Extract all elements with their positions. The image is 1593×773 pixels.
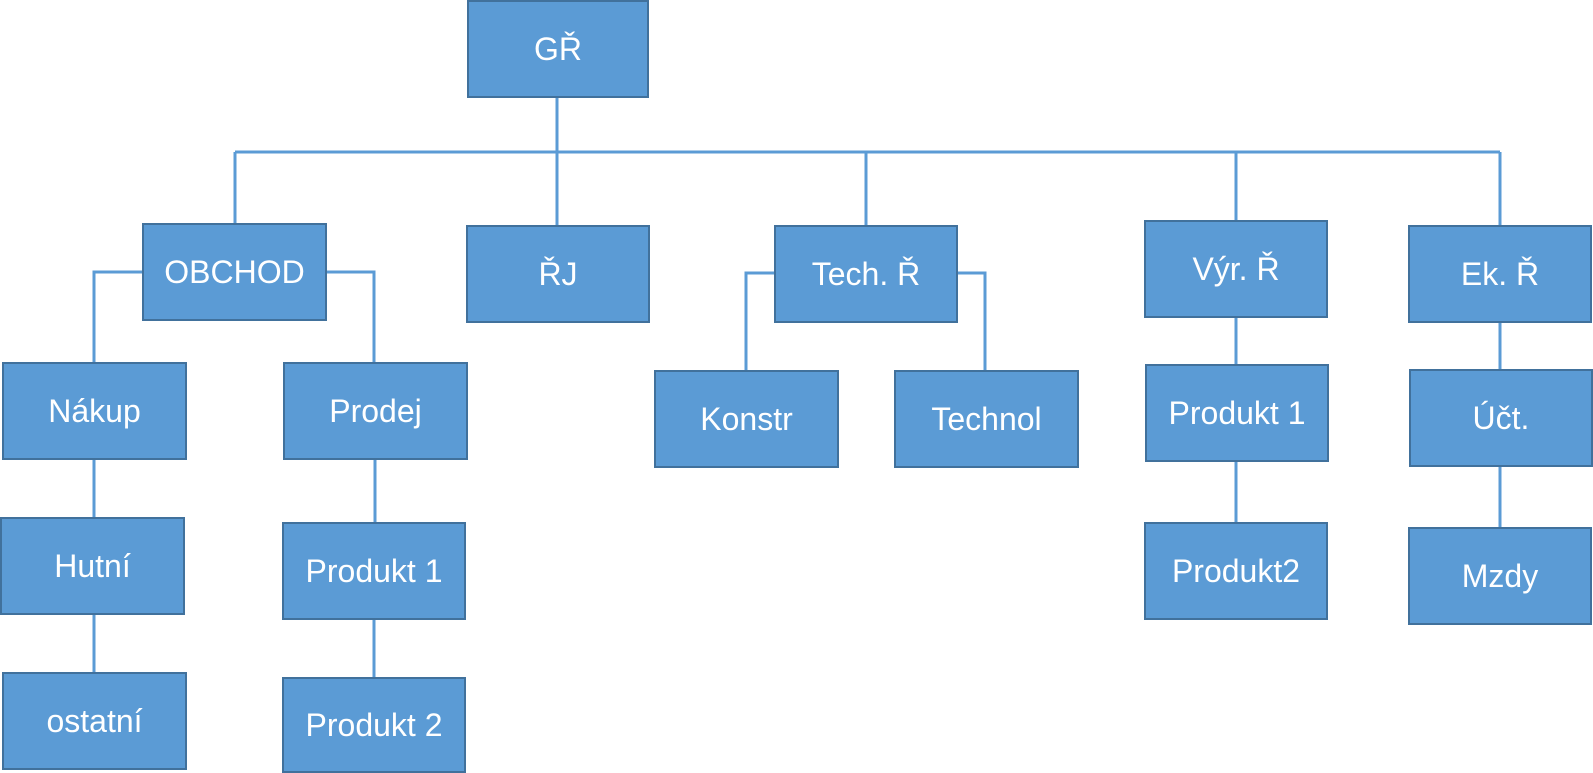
node-prodej-produkt2: Produkt 2 — [282, 677, 466, 773]
node-prodej-produkt1: Produkt 1 — [282, 522, 466, 620]
node-prodej: Prodej — [283, 362, 468, 460]
connector-tech-konstr — [744, 271, 775, 370]
node-konstr: Konstr — [654, 370, 839, 468]
node-obchod: OBCHOD — [142, 223, 327, 321]
node-vyr: Výr. Ř — [1144, 220, 1328, 318]
connector-tech-technol — [957, 271, 987, 370]
node-rj: ŘJ — [466, 225, 650, 323]
node-vyr-produkt1: Produkt 1 — [1145, 364, 1329, 462]
node-tech: Tech. Ř — [774, 225, 958, 323]
node-mzdy: Mzdy — [1408, 527, 1592, 625]
node-hutni: Hutní — [0, 517, 185, 615]
node-ostatni: ostatní — [2, 672, 187, 770]
node-vyr-produkt2: Produkt2 — [1144, 522, 1328, 620]
connector-obchod-nakup — [92, 270, 143, 362]
node-gr: GŘ — [467, 0, 649, 98]
node-uct: Účt. — [1409, 369, 1593, 467]
connector-obchod-prodej — [326, 270, 376, 362]
node-ek: Ek. Ř — [1408, 225, 1592, 323]
node-nakup: Nákup — [2, 362, 187, 460]
node-technol: Technol — [894, 370, 1079, 468]
